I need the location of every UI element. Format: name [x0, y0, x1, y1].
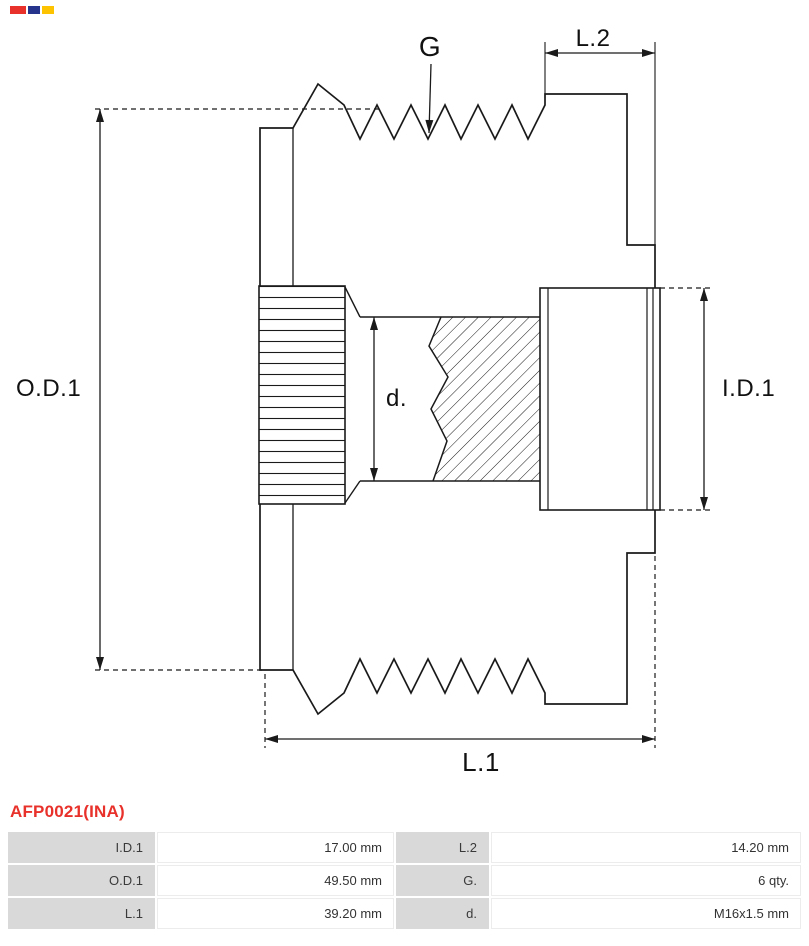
spec-label: L.1 [8, 898, 155, 929]
part-number: AFP0021(INA) [10, 802, 125, 821]
l1-label: L.1 [462, 747, 500, 777]
brand-logo-segment [10, 6, 26, 14]
thread-hatching [429, 317, 540, 481]
brand-logo-segment [28, 6, 40, 14]
spec-label: I.D.1 [8, 832, 155, 863]
thread-break-zigzag [428, 316, 449, 482]
spec-value: 39.20 mm [157, 898, 394, 929]
l2-dimension: L.2 [544, 25, 656, 246]
spec-value: 6 qty. [491, 865, 801, 896]
brand-logo [10, 6, 56, 14]
spec-label: G. [396, 865, 489, 896]
id1-dimension: I.D.1 [660, 287, 775, 511]
od1-label: O.D.1 [16, 375, 81, 402]
g-dimension: G [419, 31, 441, 134]
d-dimension: d. [370, 317, 407, 481]
spec-label: O.D.1 [8, 865, 155, 896]
knurl-ribs [259, 286, 345, 504]
id1-label: I.D.1 [722, 375, 775, 402]
inner-race [539, 287, 661, 511]
l2-label: L.2 [576, 25, 611, 52]
g-label: G [419, 31, 441, 62]
d-label: d. [386, 385, 407, 412]
brand-logo-segment [42, 6, 54, 14]
od1-dimension: O.D.1 [16, 108, 382, 671]
knurled-hub [258, 285, 361, 505]
spec-value: 49.50 mm [157, 865, 394, 896]
spec-value: M16x1.5 mm [491, 898, 801, 929]
pulley-technical-drawing: G L.2 O.D.1 d. I.D.1 [16, 25, 775, 777]
spec-value: 17.00 mm [157, 832, 394, 863]
l1-dimension: L.1 [264, 556, 656, 777]
hub-chamfer-top [344, 286, 361, 318]
threaded-bore [360, 316, 540, 482]
g-leader-line [425, 63, 434, 134]
spec-label: L.2 [396, 832, 489, 863]
product-drawing-page: G L.2 O.D.1 d. I.D.1 [0, 6, 809, 946]
spec-table: I.D.1 17.00 mm L.2 14.20 mm O.D.1 49.50 … [8, 832, 801, 929]
spec-value: 14.20 mm [491, 832, 801, 863]
hub-chamfer-bottom [344, 480, 361, 504]
spec-label: d. [396, 898, 489, 929]
